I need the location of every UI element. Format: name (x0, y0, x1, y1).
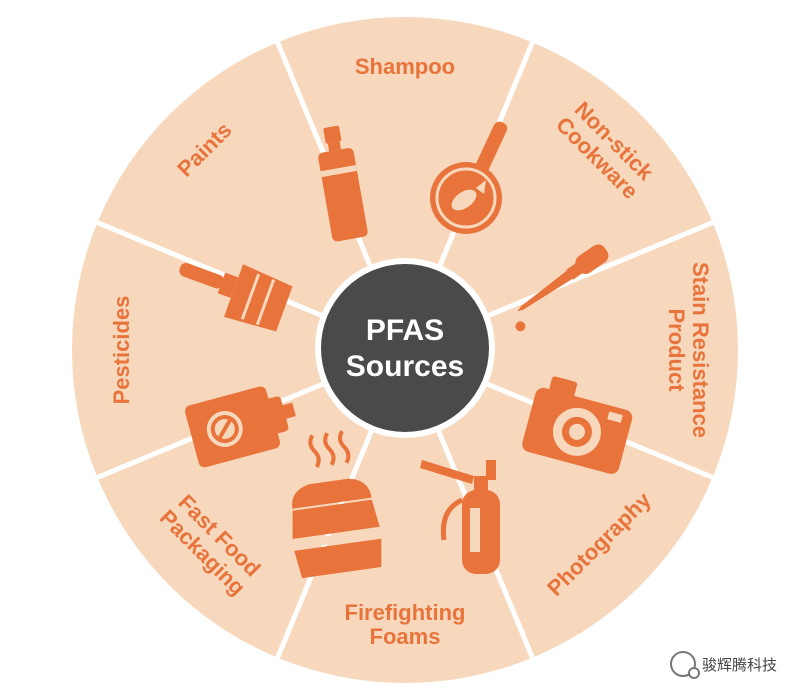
wechat-icon (669, 651, 700, 679)
frying-pan-icon (430, 121, 508, 234)
segment-label-0: Shampoo (355, 54, 455, 79)
spray-can-icon (185, 386, 296, 468)
shampoo-bottle-icon (318, 125, 368, 242)
food-container-icon (292, 430, 382, 579)
fire-extinguisher-icon (420, 460, 500, 574)
segment-label-line: Stain Resistance (688, 262, 713, 438)
camera-icon (522, 376, 633, 474)
watermark-text: 骏辉腾科技 (701, 655, 777, 674)
center-hub: PFAS Sources (315, 258, 495, 438)
segment-label-line: Firefighting (345, 600, 466, 625)
dropper-icon (515, 244, 609, 332)
icons-group (179, 121, 633, 579)
segment-label-line: Pesticides (109, 296, 134, 405)
center-title-line2: Sources (346, 350, 464, 383)
center-title-line1: PFAS (366, 314, 444, 347)
watermark: 骏辉腾科技 (669, 651, 777, 679)
segment-label-line: Shampoo (355, 54, 455, 79)
segment-label-line: Foams (370, 624, 441, 649)
segment-label-6: Pesticides (109, 296, 134, 405)
segment-label-line: Product (664, 308, 689, 392)
paint-brush-icon (179, 262, 293, 332)
